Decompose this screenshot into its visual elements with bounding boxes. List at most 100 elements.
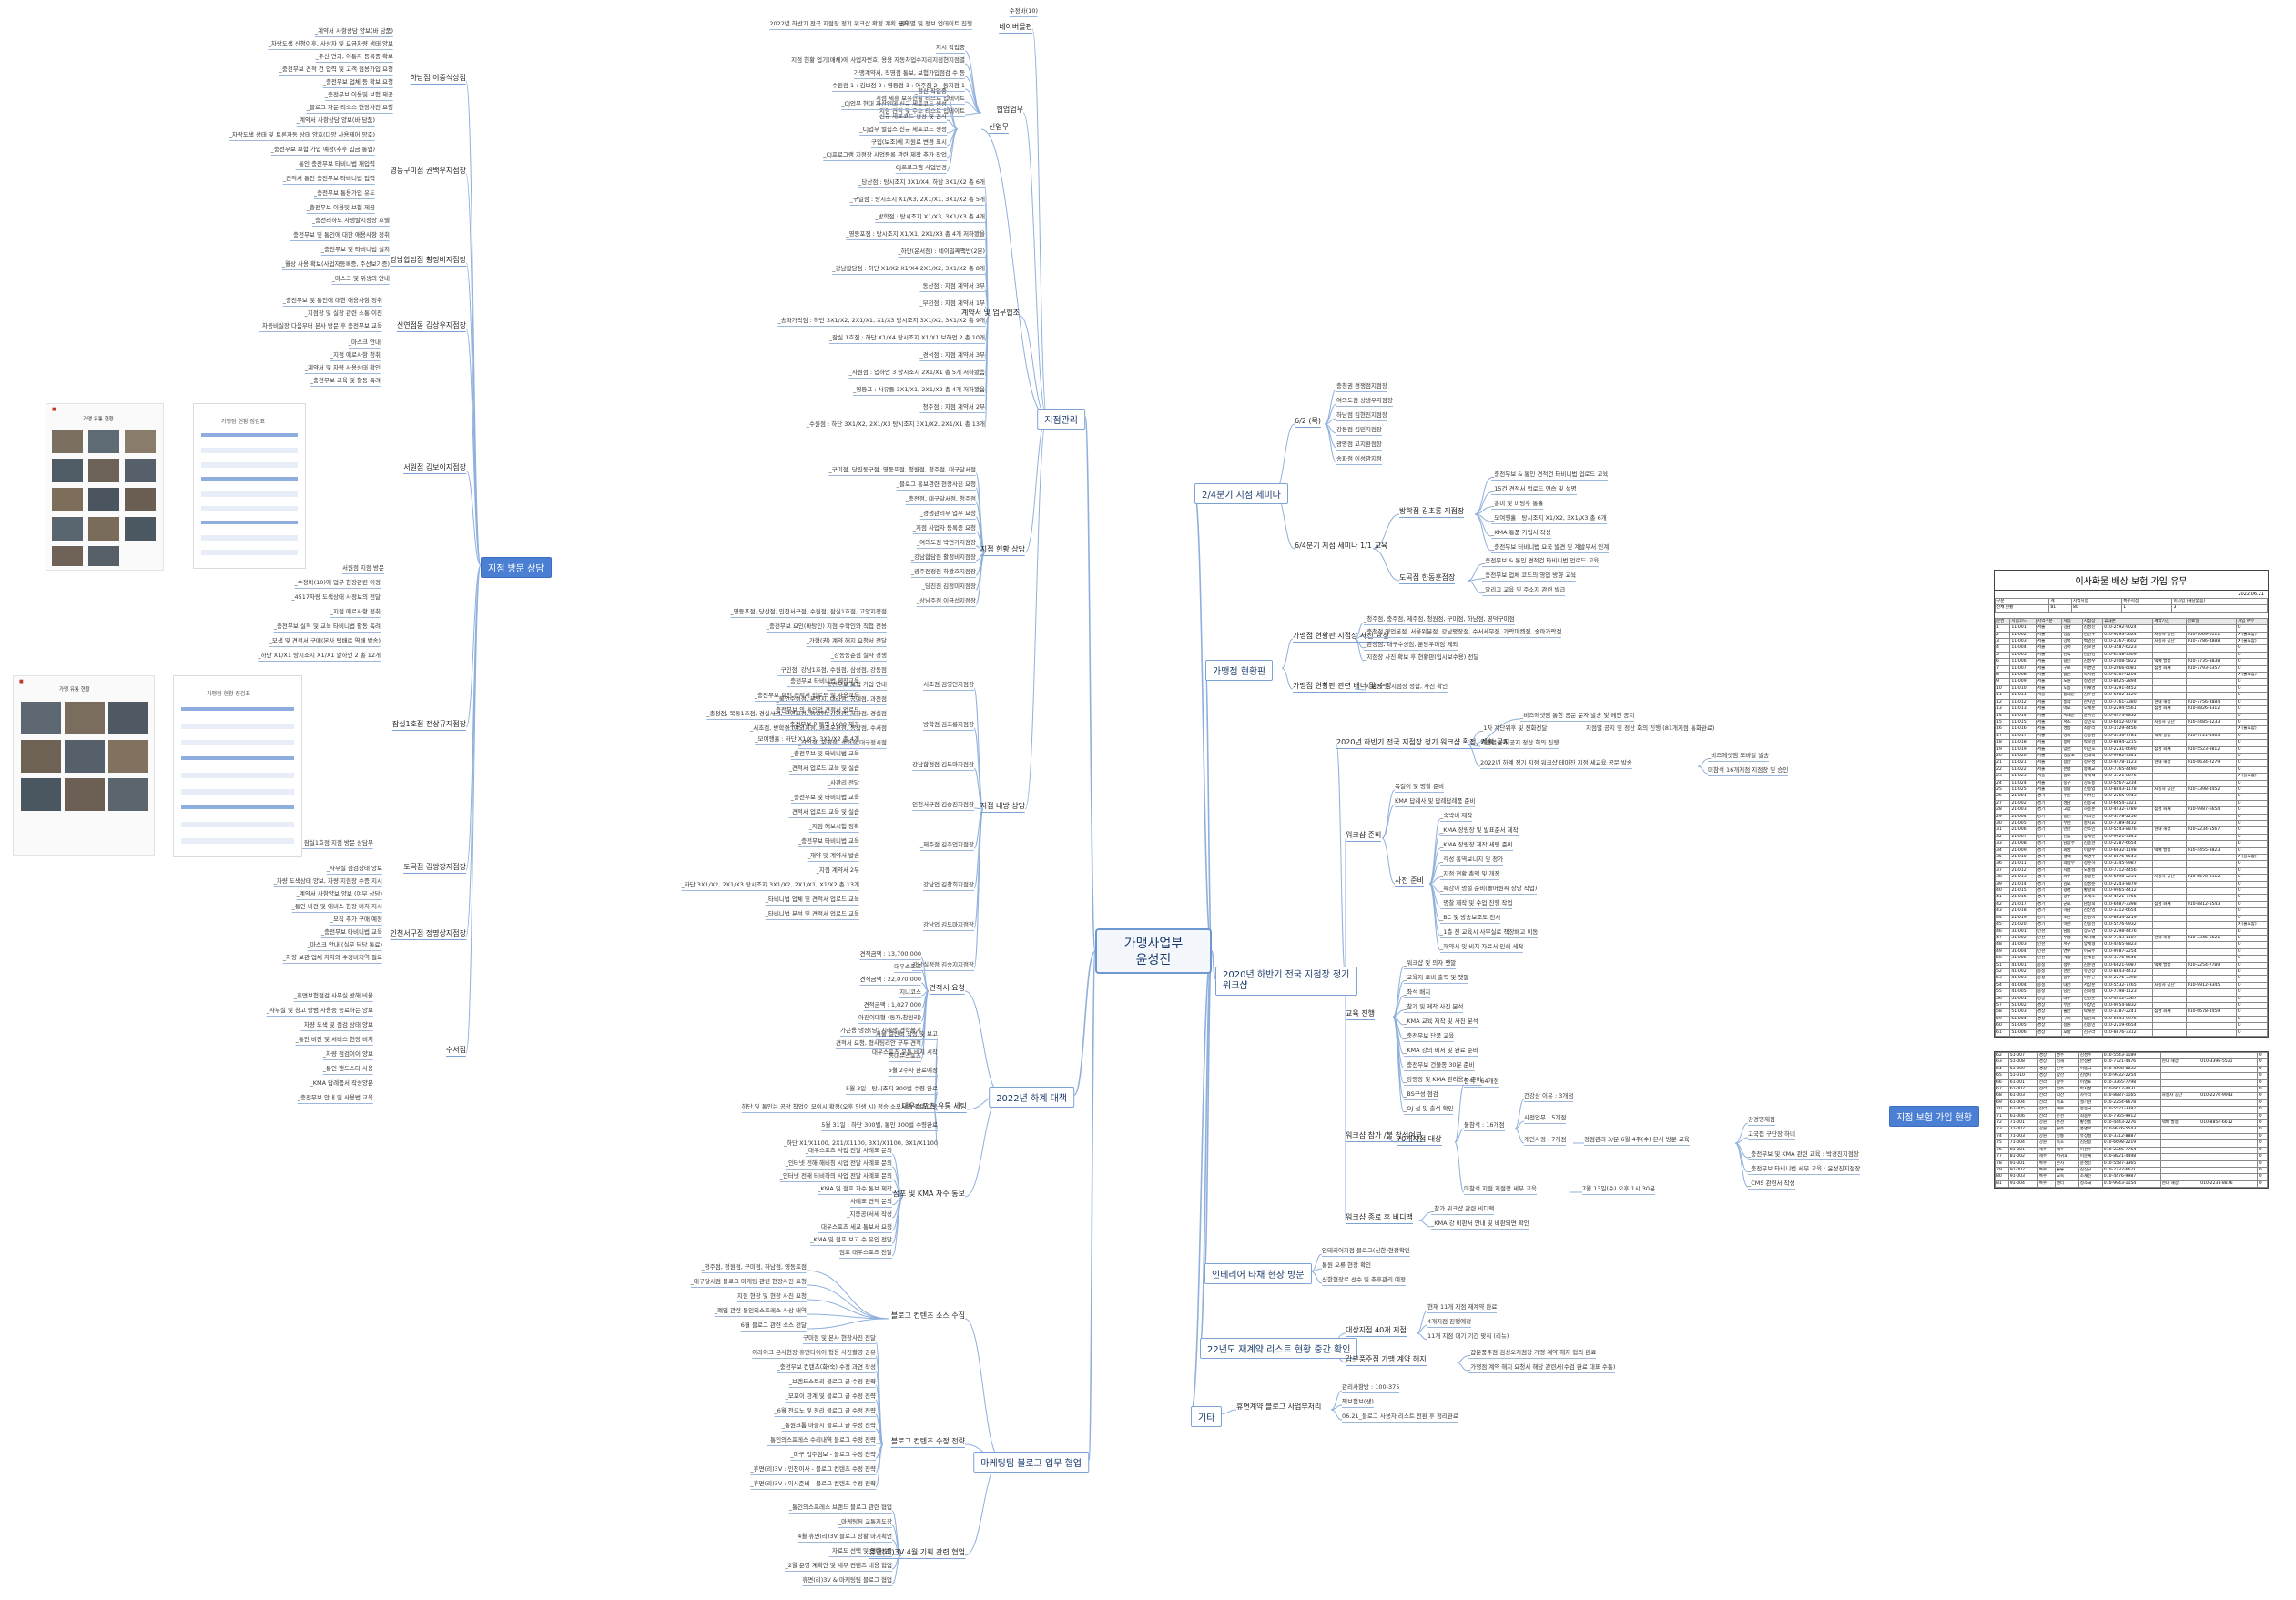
interior-item[interactable]: 통원 오류 현장 확인 (1322, 1261, 1372, 1271)
blog-collab-item[interactable]: _마케팅팀 교통지도장 (838, 1518, 892, 1528)
jijum-collab-item[interactable]: 지점 제휴 보유현황 리스트 업데이트 (876, 95, 965, 105)
visit-branch[interactable]: 강남합담점 황정비지점장 (390, 255, 466, 267)
seminar-attendee[interactable]: 송파점 이성관지점 (1336, 455, 1382, 465)
visit-item[interactable]: _마스크 및 위생의 안내 (331, 275, 390, 285)
summer-kma-item[interactable]: _대우스포츠 사업 전달 사례표 문의 (805, 1147, 892, 1157)
visit-item[interactable]: _계약서 및 차량 사용상태 확인 (304, 364, 381, 374)
topic-etc[interactable]: 기타 (1191, 1406, 1223, 1427)
summer-quote-item[interactable]: 견적금액 : 13,700,000 (859, 950, 921, 960)
workshop-prep-item[interactable]: 목걸이 및 명찰 준비 (1395, 783, 1445, 793)
workshop-absence-plan-2[interactable]: _충전무보 타비니법 세부 교육 : 윤성진지점장 (1748, 1165, 1861, 1175)
summer-quote-item[interactable]: 아진이대형 (동자,창원리) (858, 1014, 921, 1024)
jijum-manager[interactable]: 방학점 김초롱지점장 (923, 721, 974, 731)
visit-item[interactable]: _충전무보 통용가입 유도 (313, 189, 375, 199)
jijum-manager-detail[interactable]: _타비니법 업체 및 견적서 업로드 교육 (765, 896, 859, 906)
jijum-manager[interactable]: 서초점 김영인지점장 (923, 681, 974, 691)
visit-item[interactable]: _휴면보험점검 사무실 방해 비울 (293, 992, 373, 1002)
jijum-collab-item[interactable]: 가맹계약서, 직영점 통보, 보험가입점검 수 등 (853, 69, 965, 79)
jijum-manager-detail[interactable]: _지점 계약서 2부 (816, 866, 859, 876)
visit-item[interactable]: _충전무보 실적 및 교육 타비니법 활동 독려 (273, 623, 381, 633)
jijum-new-task-item[interactable]: _CJ업무 현대 자산인데 신규 세포코드 생성 (841, 100, 947, 110)
visit-item[interactable]: _차량 점검이이 양보 (322, 1050, 373, 1060)
visit-branch[interactable]: 하남점 이중석상점 (410, 73, 466, 85)
visit-item[interactable]: _사무실 점검상태 양보 (326, 865, 382, 875)
root-node[interactable]: 가맹사업부 윤성진 (1095, 928, 1212, 974)
workshop-notice-item[interactable]: _1차 계단위후 및 전화전달 (1480, 724, 1548, 734)
summer-quote-item[interactable]: 대우스포츠 (894, 963, 921, 973)
blog-collab[interactable]: 휴면(리)3V 4월 기획 관련 협업 (869, 1547, 965, 1559)
visit-item[interactable]: _지점 애로사항 정취 (330, 608, 381, 618)
workshop-attend-yes[interactable]: 참석 : 64개점 (1464, 1078, 1499, 1088)
seminar-session[interactable]: 6/4분기 지점 세미나 1/1 교육 (1295, 541, 1388, 552)
blog-edit-item[interactable]: _마구 입주점보 - 블로그 수정 전략 (790, 1451, 876, 1461)
jijum-new-task-item[interactable]: _CJ업무 벌집스 신규 세포코드 생성 (859, 126, 947, 136)
jijum-naver-item[interactable]: 2022년 하반기 전국 지점장 정기 워크샵 확정 계획 공지 (769, 20, 909, 30)
seminar-detail-2[interactable]: _알리고 교육 및 주소지 관련 발급 (1482, 586, 1566, 596)
jijum-visit-item[interactable]: _가협(권) 계약 해지 요청서 전달 (806, 637, 887, 647)
blog-collab-item[interactable]: 4월 휴면(리)3V 블로그 상황 마기획언 (798, 1533, 892, 1543)
jijum-status-consult[interactable]: 지점 현황 상담 (980, 544, 1025, 556)
seminar-detail[interactable]: _충전무보 터비니법 요국 발견 및 계발부서 인계 (1491, 543, 1610, 553)
topic-blog[interactable]: 마케팅팀 블로그 업무 협업 (973, 1452, 1089, 1473)
visit-item[interactable]: _차랑도색 상태 및 토론자동 상태 양호(다양 사용제어 양호) (229, 131, 375, 141)
visit-item[interactable]: _충전무보 및 통인에 대한 애용사항 정취 (290, 231, 390, 241)
jijum-visit-item[interactable]: _충전무보 요인(바탕인) 지점 수학인와 직접 전용 (766, 623, 887, 633)
workshop-edu-item[interactable]: _충전무보 단품 교육 (1404, 1032, 1455, 1042)
workshop-absence-reason[interactable]: 사전업무 : 5개점 (1524, 1114, 1567, 1124)
summer-kma[interactable]: 점포 및 KMA 자수 통보 (892, 1189, 965, 1200)
summer-daewoo-item[interactable]: _하단 X1/X1100, 2X1/X1100, 3X1/X1100, 3X1/… (783, 1139, 938, 1149)
workshop-prep-item[interactable]: KMA 답례사 및 답례답례품 준비 (1395, 797, 1476, 807)
jijum-new-task-item[interactable]: 신규 세포코드 생성 및 검사 (879, 113, 947, 123)
renewal-termination[interactable]: 갑분풍주점 가맹 계약 해지 (1346, 1354, 1427, 1366)
topic-renewal[interactable]: 22년도 재계약 리스트 현황 중간 확인 (1200, 1338, 1358, 1359)
jijum-visit-item[interactable]: 충전무보 보험 가입 안내 (827, 681, 887, 691)
seminar-attendee[interactable]: 광명점 고지환점장 (1336, 441, 1382, 451)
jijum-new-task-item[interactable]: _정산 작업중 (914, 87, 947, 97)
visit-item[interactable]: _계약서 사항상담 양보(바 담품) (296, 116, 375, 127)
jijum-new-task[interactable]: 신업무 (988, 122, 1009, 134)
visit-item[interactable]: _차등비실장 다음부터 본사 방문 후 충전무보 교육 (259, 322, 382, 332)
visit-item[interactable]: _충전무보 견적 건 입력 및 고객 점용가입 요청 (279, 66, 393, 76)
summer-kma-item[interactable]: 점포 대우스포츠 전달 (839, 1249, 892, 1259)
etc-item[interactable]: 06.21_블로그 사용자 리스트 전환 후 정리완료 (1342, 1413, 1458, 1423)
seminar-detail[interactable]: _15건 견적서 업로드 연습 및 설명 (1491, 485, 1577, 495)
jijum-contract-item[interactable]: _부천점 : 지점 계약서 1부 (919, 299, 985, 309)
jijum-manager-detail[interactable]: _견적서 업로드 교육 및 실습 (788, 765, 859, 775)
blog-source-item[interactable]: _청주점, 청원점, 구미점, 하남점, 영동포점 (701, 1263, 807, 1273)
visit-item[interactable]: _마스크 안내 (348, 339, 381, 349)
visit-item[interactable]: _차랑도색 신청이후, 사상자 및 요금차량 생태 양보 (268, 40, 393, 50)
renewal-item[interactable]: 4개지점 진행예정 (1427, 1318, 1472, 1328)
jijum-manager-detail[interactable]: _타비니법 분석 및 견적서 업로드 교육 (765, 910, 859, 920)
visit-item[interactable]: _통인 핸드스타 사용 (322, 1065, 373, 1075)
workshop-attendance[interactable]: 워크샵 참가 /불 참석여부 (1346, 1130, 1422, 1142)
seminar-attendee[interactable]: 강동점 김민지점장 (1336, 426, 1382, 436)
visit-item[interactable]: _계약서 사항상담 양보(바 담품) (314, 27, 393, 37)
visit-item[interactable]: _충전무보 이용및 보험 제공 (306, 204, 375, 214)
jijum-visit-item[interactable]: _구인점, 강남1호점, 수원점, 삼성점, 강동점 (777, 666, 887, 676)
visit-item[interactable]: _월상 사용 확보(사업자등록증, 주선보기증) (281, 260, 390, 270)
visit-item[interactable]: _충전무보 업체 등 확보 요청 (322, 78, 393, 88)
workshop-absence-plan-2[interactable]: _충전무보 및 KMA 관련 교육 : 박경진지점장 (1748, 1150, 1859, 1160)
jijum-top[interactable]: 수정바(10) (1009, 7, 1038, 17)
visit-item[interactable]: _차량 도색 및 점검 상태 양보 (300, 1021, 373, 1031)
workshop-venue-item[interactable]: _각성 홍역보니지 및 정가 (1440, 856, 1504, 866)
summer-quote-item[interactable]: 가곤용 냉장(닝) 시래쟁 견학볼기 (839, 1027, 921, 1037)
visit-item[interactable]: _통인 비전 및 서비스 현장 비치 (295, 1036, 373, 1046)
summer-quote[interactable]: 견적서 요청 (929, 983, 965, 995)
summer-quote-item[interactable]: 동대문스포츠 (889, 1052, 921, 1062)
seminar-attendee[interactable]: 충청권 경쟁점지점장 (1336, 382, 1387, 392)
workshop-notice-item[interactable]: _비즈에셋잼 통한 공문 문자 발송 및 메인 공지 (1520, 712, 1635, 722)
board-detail[interactable]: _청주점, 충주점, 제주점, 청원점, 구미점, 하남점, 영덕구미점 (1364, 615, 1515, 625)
jijum-visit-item[interactable]: _영등포점, 당산점, 인천서구점, 수원점, 잠실1호점, 고양지정점 (730, 608, 887, 618)
jijum-visit-item[interactable]: _불안주점점, 분평지, 대라점, 공예점, 과천점 (776, 695, 887, 705)
blog-edit-item[interactable]: _6월 천으노 및 정리 블로그 글 수정 전략 (774, 1407, 876, 1417)
topic-seminar[interactable]: 2/4분기 지점 세미나 (1194, 483, 1288, 504)
workshop-attendance-count[interactable]: 70개지점 대상 (1397, 1134, 1442, 1146)
blog-source[interactable]: 블로그 컨텐츠 소스 수집 (890, 1311, 965, 1322)
seminar-detail[interactable]: _KMA 통품 가입서 작성 (1491, 529, 1551, 539)
jijum-manager-detail[interactable]: _충전무보 및 타비니법 교육 (790, 750, 859, 760)
workshop-after-item[interactable]: _KMA 강 비판서 안내 및 비판되면 확인 (1431, 1220, 1529, 1230)
jijum-contract-item[interactable]: _송파가락점 : 하단 3X1/X2, 2X1/X1, X1/X3 탕시조지 3… (777, 317, 985, 327)
blog-edit-item[interactable]: _휴면(리)3V : 이사준비 - 블로그 컨텐츠 수정 전략 (750, 1480, 876, 1490)
workshop-absence-plan[interactable]: 강경명제점 (1748, 1116, 1775, 1126)
